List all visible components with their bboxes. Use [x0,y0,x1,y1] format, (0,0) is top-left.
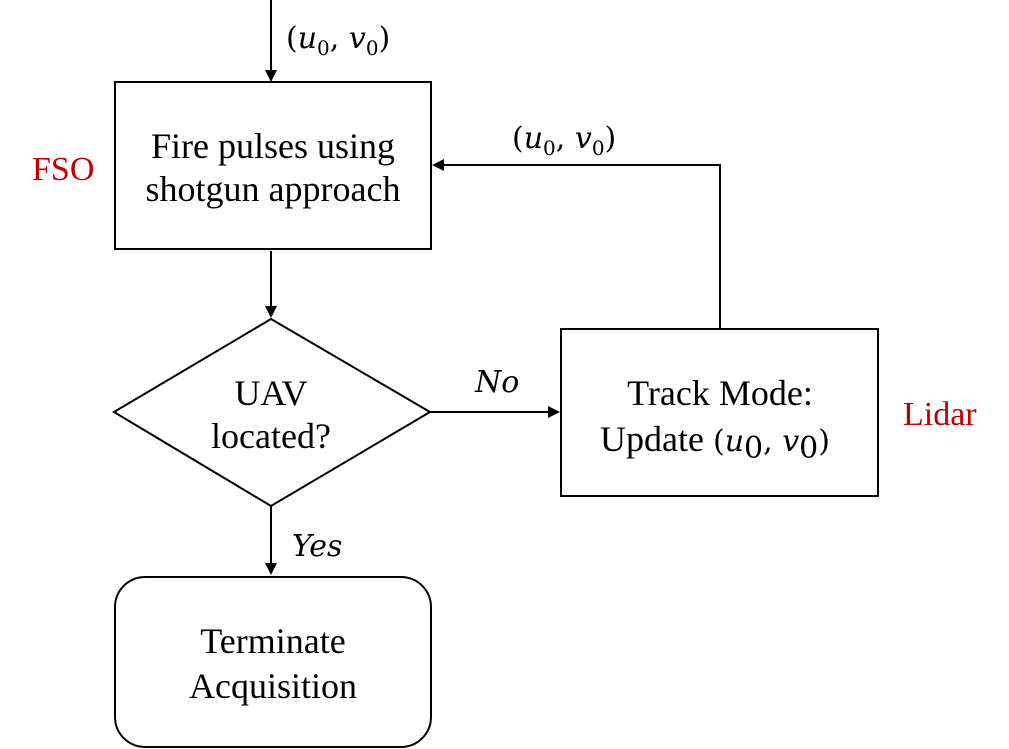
fso-label: FSO [32,151,94,188]
track-mode-line2: Update (u0, v0) [600,419,830,466]
uav-located-line1: UAV [234,373,307,413]
terminate-line1: Terminate [200,621,345,661]
fire-pulses-line2: shotgun approach [146,169,401,209]
terminate-line2: Acquisition [189,666,357,706]
no-label: No [474,365,519,400]
track-mode-box [560,328,879,497]
yes-label: Yes [292,529,342,564]
uav-located-line2: located? [211,416,331,456]
feedback-arrow [432,159,721,329]
terminate-box [114,576,432,748]
feedback-arrow-label: (u0, v0) [512,121,616,160]
entry-arrow-label: (u0, v0) [286,21,390,60]
lidar-label: Lidar [903,396,977,433]
track-mode-line1: Track Mode: [627,373,813,413]
fire-pulses-box [114,81,432,250]
fire-pulses-line1: Fire pulses using [151,126,395,166]
